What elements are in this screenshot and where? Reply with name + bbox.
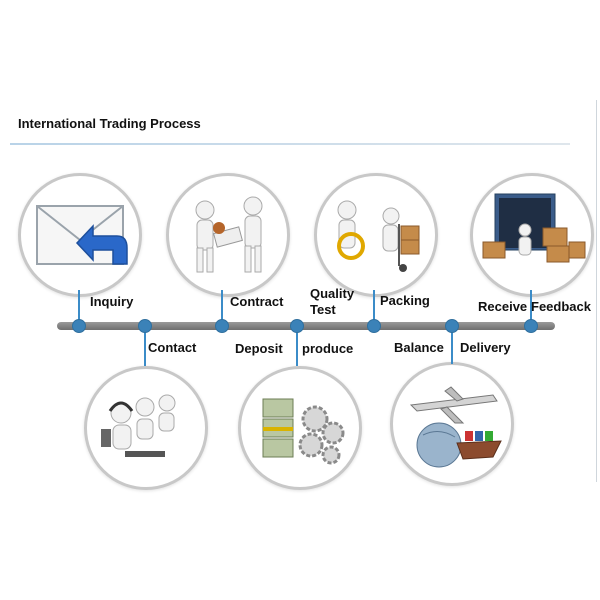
quality-test-illustration-icon <box>314 173 438 297</box>
step-label-delivery: Delivery <box>460 340 511 355</box>
contact-illustration-icon <box>84 366 208 490</box>
inquiry-illustration-icon <box>18 173 142 297</box>
delivery-illustration-icon <box>390 362 514 486</box>
timeline-node-feedback <box>524 319 538 333</box>
produce-connector <box>296 330 298 366</box>
step-label-inquiry: Inquiry <box>90 294 134 309</box>
timeline-node-contact <box>138 319 152 333</box>
step-label-produce: produce <box>302 341 354 356</box>
step-label-receive: Receive <box>478 299 528 314</box>
step-label-feedback: Feedback <box>531 299 591 314</box>
step-label-quality-test: Quality Test <box>310 286 354 318</box>
step-label-packing: Packing <box>380 293 430 308</box>
step-label-contact: Contact <box>148 340 197 355</box>
inquiry-connector <box>78 290 80 322</box>
title-divider <box>10 143 570 145</box>
receive-illustration-icon <box>470 173 594 297</box>
step-label-contract: Contract <box>230 294 284 309</box>
contract-illustration-icon <box>166 173 290 297</box>
diagram-title: International Trading Process <box>18 116 201 131</box>
step-label-deposit: Deposit <box>235 341 283 356</box>
step-label-quality-line1: Quality <box>310 286 355 301</box>
diagram-frame <box>0 100 597 482</box>
timeline-node-produce <box>290 319 304 333</box>
timeline-axis <box>57 322 555 330</box>
timeline-node-contract <box>215 319 229 333</box>
packing-connector <box>373 290 375 322</box>
contract-connector <box>221 290 223 322</box>
feedback-connector <box>530 290 532 322</box>
contact-connector <box>144 330 146 366</box>
timeline-node-packing <box>367 319 381 333</box>
step-label-quality-line2: Test <box>310 302 336 317</box>
produce-illustration-icon <box>238 366 362 490</box>
step-label-balance: Balance <box>394 340 444 355</box>
timeline-node-delivery <box>445 319 459 333</box>
timeline-node-inquiry <box>72 319 86 333</box>
delivery-connector <box>451 330 453 364</box>
